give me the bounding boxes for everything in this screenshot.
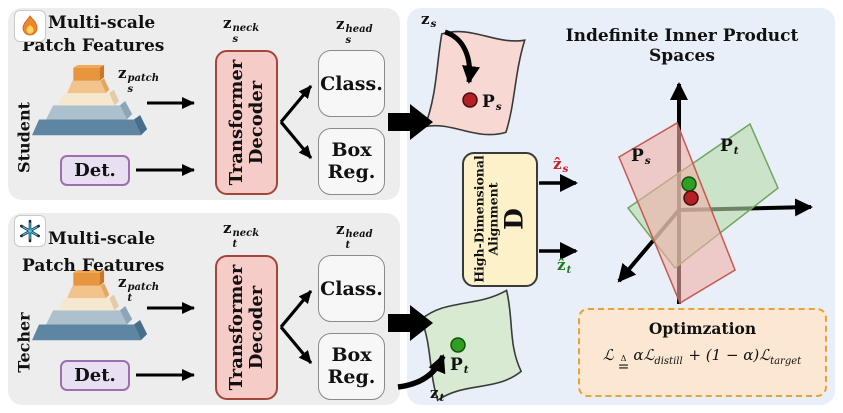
teacher-point-dot [450,337,466,353]
student-point-dot [462,92,478,108]
axis-diagonal [617,208,681,283]
student-side-label: Student [14,102,34,173]
teacher-title-line1: Multi-scale [48,229,156,249]
indefinite-axes-figure [617,82,813,305]
optimization-title: Optimzation [648,319,757,338]
pt-manifold-label: Pt [450,355,469,376]
teacher-det-box: Det. [60,360,130,391]
teacher-boxreg-arrow [279,325,313,365]
zhat-t-label: ẑt [557,256,572,276]
zs-flow-arrow [444,29,480,84]
pt-plane-label: Pt [720,136,739,157]
teacher-title-line2: Patch Features [22,256,165,276]
teacher-pyramid-icon [32,269,148,341]
teacher-class-arrow [279,289,313,329]
alignment-output-arrows [539,174,578,260]
student-point-dot-axes [683,190,699,206]
zhat-s-label: ẑs [553,155,569,175]
student-pyramid-icon [32,64,148,136]
student-title-line2: Patch Features [22,36,165,56]
student-transformer-decoder-box [215,50,278,195]
student-boxreg-arrow [279,120,313,160]
alignment-symbol: D [499,208,529,230]
inner-product-panel: Indefinite Inner Product Spaces zs Ps Hi… [407,8,835,405]
ps-manifold-label: Ps [482,92,502,113]
teacher-transformer-decoder-box [215,255,278,400]
inner-product-title: Indefinite Inner Product Spaces [565,26,799,66]
snowflake-icon [14,215,46,247]
zt-label: zt [430,384,445,404]
student-title-line1: Multi-scale [48,13,156,33]
zs-label: zs [421,10,437,30]
student-class-arrow [279,84,313,124]
student-class-head-box: Class. [318,50,385,117]
student-manifold [423,29,526,136]
student-det-box: Det. [60,155,130,186]
alignment-label: High-Dimensional Alignment D [471,155,529,283]
teacher-side-label: Techer [14,312,34,373]
triangle-equals-symbol: Δ= [617,354,630,375]
teacher-point-dot-axes [681,176,697,192]
flame-icon [14,10,46,42]
teacher-class-head-box: Class. [318,255,385,322]
ps-plane-label: Ps [631,146,651,167]
alignment-box [462,152,538,287]
axis-right [678,198,813,217]
